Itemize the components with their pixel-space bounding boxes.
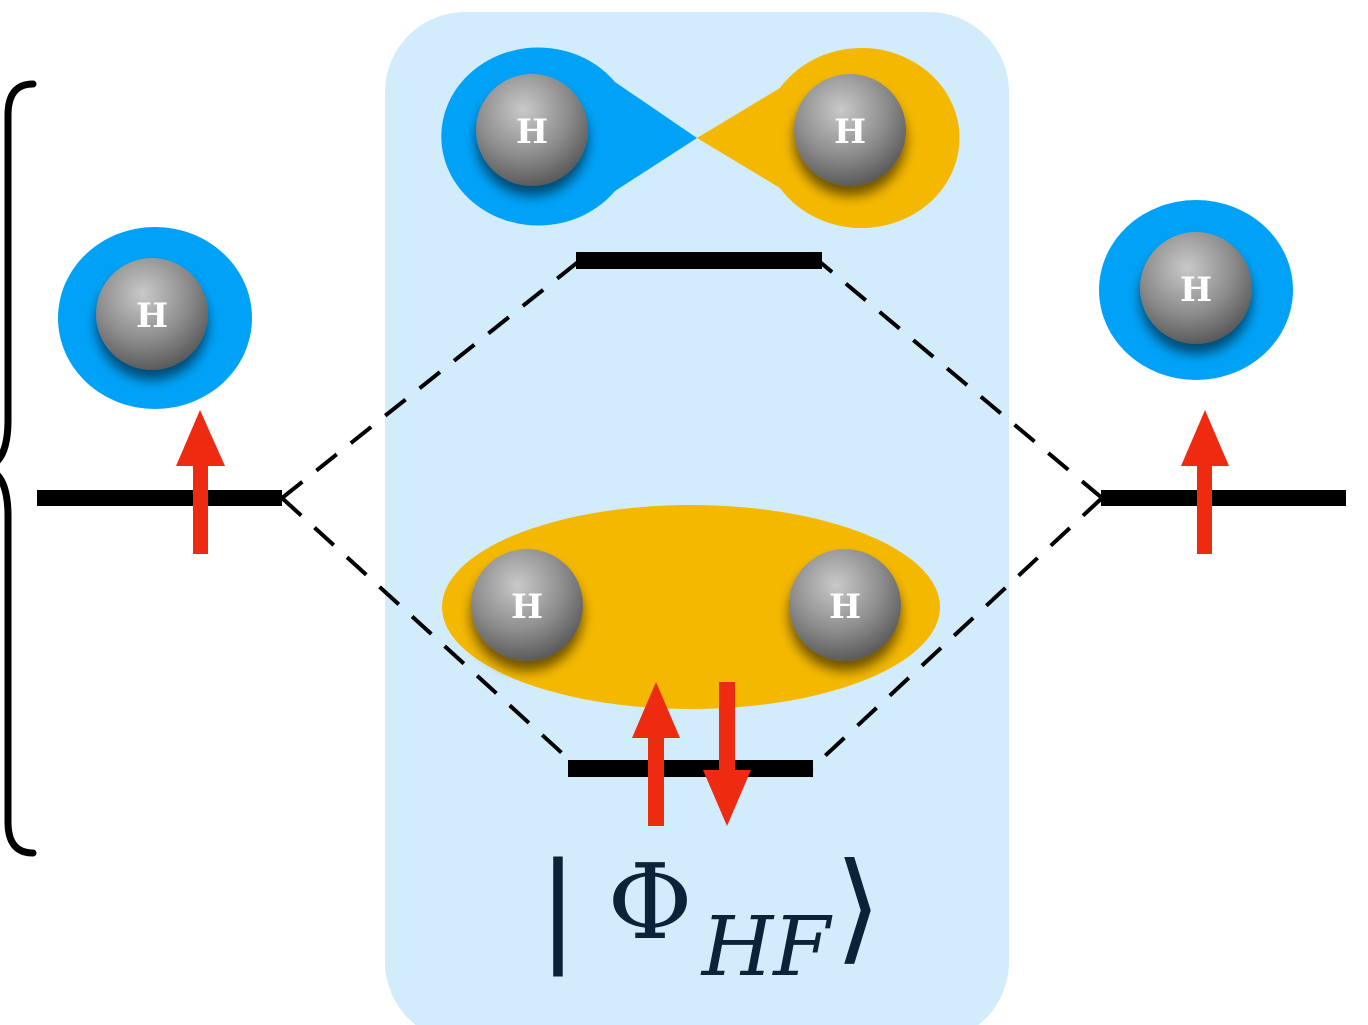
hydrogen-atom-bonding-left: H [471,549,583,661]
spin-up-arrow-left-atom [176,410,225,554]
hydrogen-atom-bonding-right: H [789,549,901,661]
atom-label: H [1180,270,1212,310]
atom-label: H [829,587,861,627]
dash-left-to-antibonding [280,260,580,500]
atom-label: H [136,296,168,336]
atom-label: H [511,587,543,627]
dash-left-to-bonding [280,496,576,766]
hydrogen-atom-right: H [1140,232,1252,344]
correlation-lines [280,260,1104,770]
hydrogen-atom-antibonding-right: H [794,74,906,186]
spin-up-arrow-bonding [632,682,680,826]
atom-label: H [834,112,866,152]
ket-close: ⟩ [835,838,882,977]
bonding-orbital-lobe [442,505,940,709]
hartree-fock-ket-label: | Φ HF ⟩ [538,838,882,995]
atom-label: H [516,112,548,152]
ket-bar: | [538,838,578,977]
spin-arrows [176,410,1229,826]
energy-levels [37,252,1346,777]
antibonding-level [576,252,822,269]
dash-right-to-antibonding [818,260,1104,500]
spin-up-arrow-right-atom [1181,410,1229,554]
bonding-level [568,760,813,777]
hydrogen-atom-left: H [96,258,208,370]
ket-phi: Φ [607,841,692,963]
hydrogen-atom-antibonding-left: H [476,74,588,186]
dash-right-to-bonding [810,496,1104,770]
left-brace [0,80,37,857]
spin-down-arrow-bonding [703,682,751,826]
ket-subscript: HF [700,900,834,995]
left-atomic-level [37,490,282,506]
right-atomic-level [1101,490,1346,506]
